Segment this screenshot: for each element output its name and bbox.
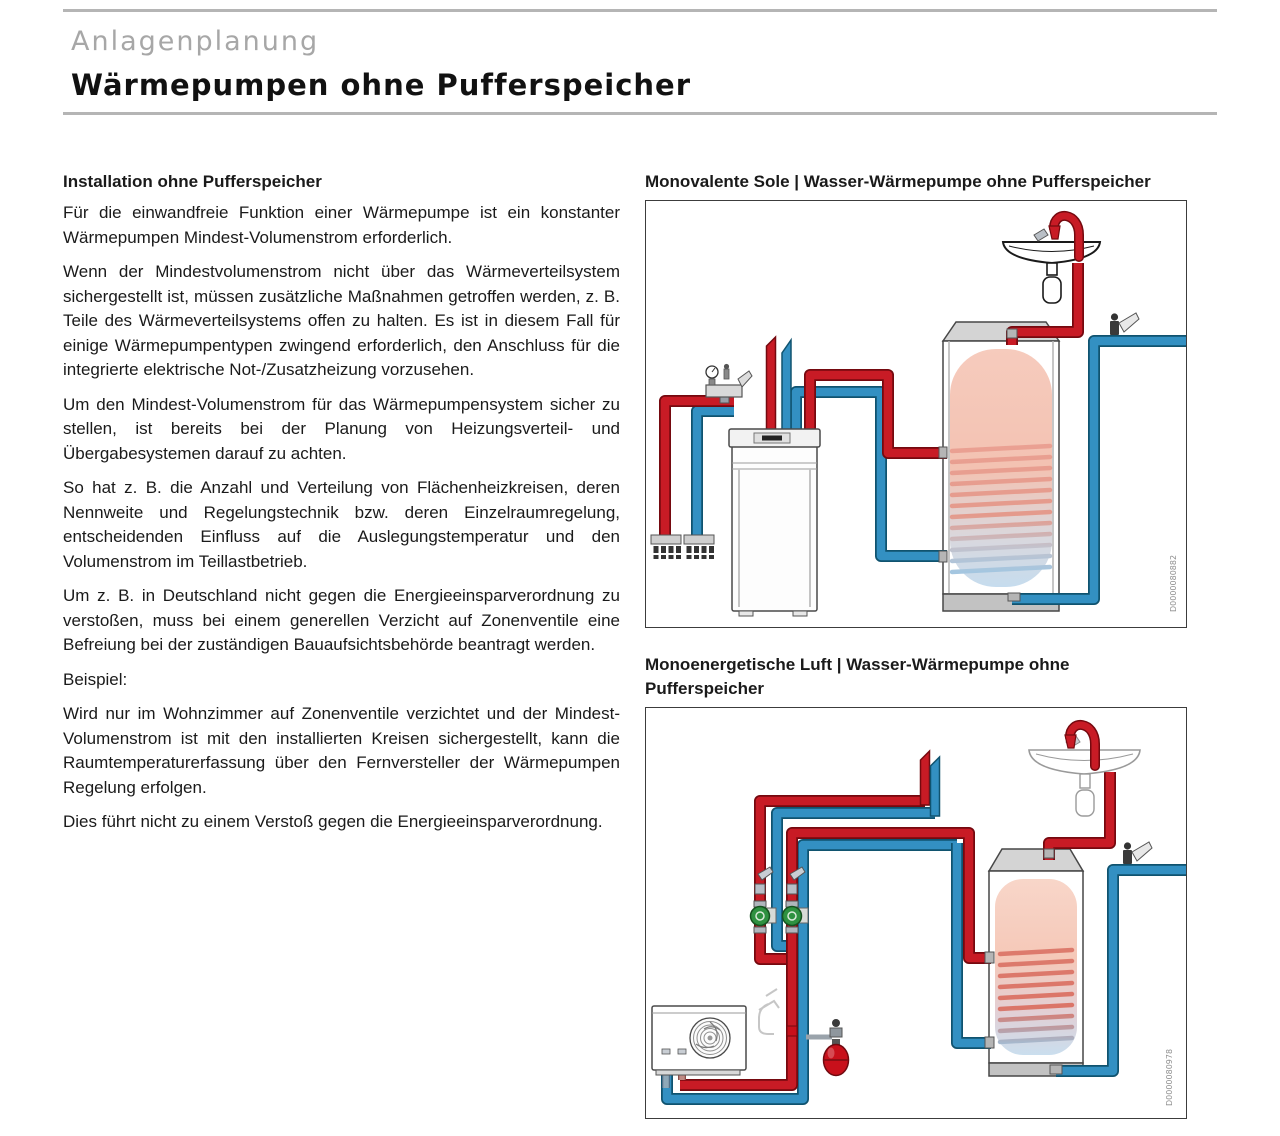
dhw-cylinder	[941, 321, 1061, 612]
siphon-trap	[1042, 276, 1062, 304]
coil-return-fitting	[938, 550, 948, 563]
figure-1-title: Monovalente Sole | Wasser-Wärmepumpe ohn…	[645, 172, 1151, 191]
title-rule	[63, 112, 1217, 115]
figures-column: Monovalente Sole | Wasser-Wärmepumpe ohn…	[645, 170, 1187, 1119]
heating-return-riser	[929, 755, 941, 817]
fill-drain-tee	[786, 1025, 798, 1037]
wash-basin	[1028, 735, 1141, 817]
heat-pump-outdoor-unit	[651, 1005, 747, 1088]
hot-water-faucet	[1048, 216, 1079, 257]
article-heading: Installation ohne Pufferspeicher	[63, 172, 322, 191]
paragraph: So hat z. B. die Anzahl und Verteilung v…	[63, 478, 620, 571]
figure-image-id: D0000080978	[1165, 1049, 1174, 1106]
heat-pump-indoor-unit	[728, 428, 821, 617]
pump-icon	[781, 905, 803, 927]
air-water-heat-pump-diagram: D0000080978	[651, 708, 1186, 1106]
cold-water-valve	[1123, 841, 1153, 864]
top-rule	[63, 9, 1217, 12]
drain-valve-sketch	[758, 988, 780, 1035]
heating-flow-riser	[765, 335, 777, 434]
coil-return-fitting	[984, 1036, 995, 1049]
brine-water-heat-pump-diagram: D0000080882	[650, 201, 1186, 617]
heating-return-riser	[781, 337, 792, 434]
article-column: Installation ohne Pufferspeicher Für die…	[63, 170, 620, 845]
page-title: Wärmepumpen ohne Pufferspeicher	[71, 68, 692, 102]
heat-exchanger-coil	[997, 947, 1075, 1045]
paragraph: Wird nur im Wohnzimmer auf Zonenventile …	[63, 704, 620, 797]
dhw-cylinder	[987, 848, 1085, 1077]
wash-basin	[1001, 228, 1102, 304]
mixer-tap-icon	[1033, 228, 1049, 242]
paragraph: Um den Mindest-Volumenstrom für das Wärm…	[63, 394, 620, 463]
figure-2-frame: D0000080978	[645, 707, 1187, 1119]
valve-lever-icon	[789, 866, 806, 881]
page-kicker: Anlagenplanung	[71, 26, 320, 57]
expansion-vessel	[806, 1019, 850, 1077]
valve-lever-icon	[757, 866, 774, 881]
figure-2-title: Monoenergetische Luft | Wasser-Wärmepump…	[645, 655, 1070, 698]
heating-flow-riser	[919, 749, 931, 806]
cold-water-valve	[1110, 312, 1140, 335]
paragraph: Beispiel:	[63, 669, 128, 689]
siphon-trap	[1075, 789, 1095, 817]
safety-valve-icon	[832, 1019, 840, 1027]
hot-water-faucet	[1064, 725, 1095, 766]
cold-inlet-fitting	[1007, 592, 1021, 602]
paragraph: Wenn der Mindestvolumenstrom nicht über …	[63, 262, 620, 379]
figure-1-frame: D0000080882	[645, 200, 1187, 628]
paragraph: Für die einwandfreie Funktion einer Wärm…	[63, 203, 620, 247]
circulation-pump-right	[781, 866, 809, 934]
pump-icon	[749, 905, 771, 927]
heat-exchanger-coil	[949, 443, 1053, 575]
safety-group	[705, 363, 753, 404]
dhw-outlet-fitting	[1006, 328, 1018, 339]
paragraph: Um z. B. in Deutschland nicht gegen die …	[63, 586, 620, 654]
circulation-pump-left	[749, 866, 777, 934]
paragraph: Dies führt nicht zu einem Verstoß gegen …	[63, 812, 603, 831]
brine-manifolds	[650, 534, 715, 559]
figure-image-id: D0000080882	[1169, 555, 1178, 612]
coil-flow-fitting	[938, 446, 948, 459]
cold-inlet-fitting	[1049, 1064, 1063, 1075]
coil-flow-fitting	[984, 951, 995, 964]
dhw-outlet-fitting	[1043, 848, 1055, 859]
